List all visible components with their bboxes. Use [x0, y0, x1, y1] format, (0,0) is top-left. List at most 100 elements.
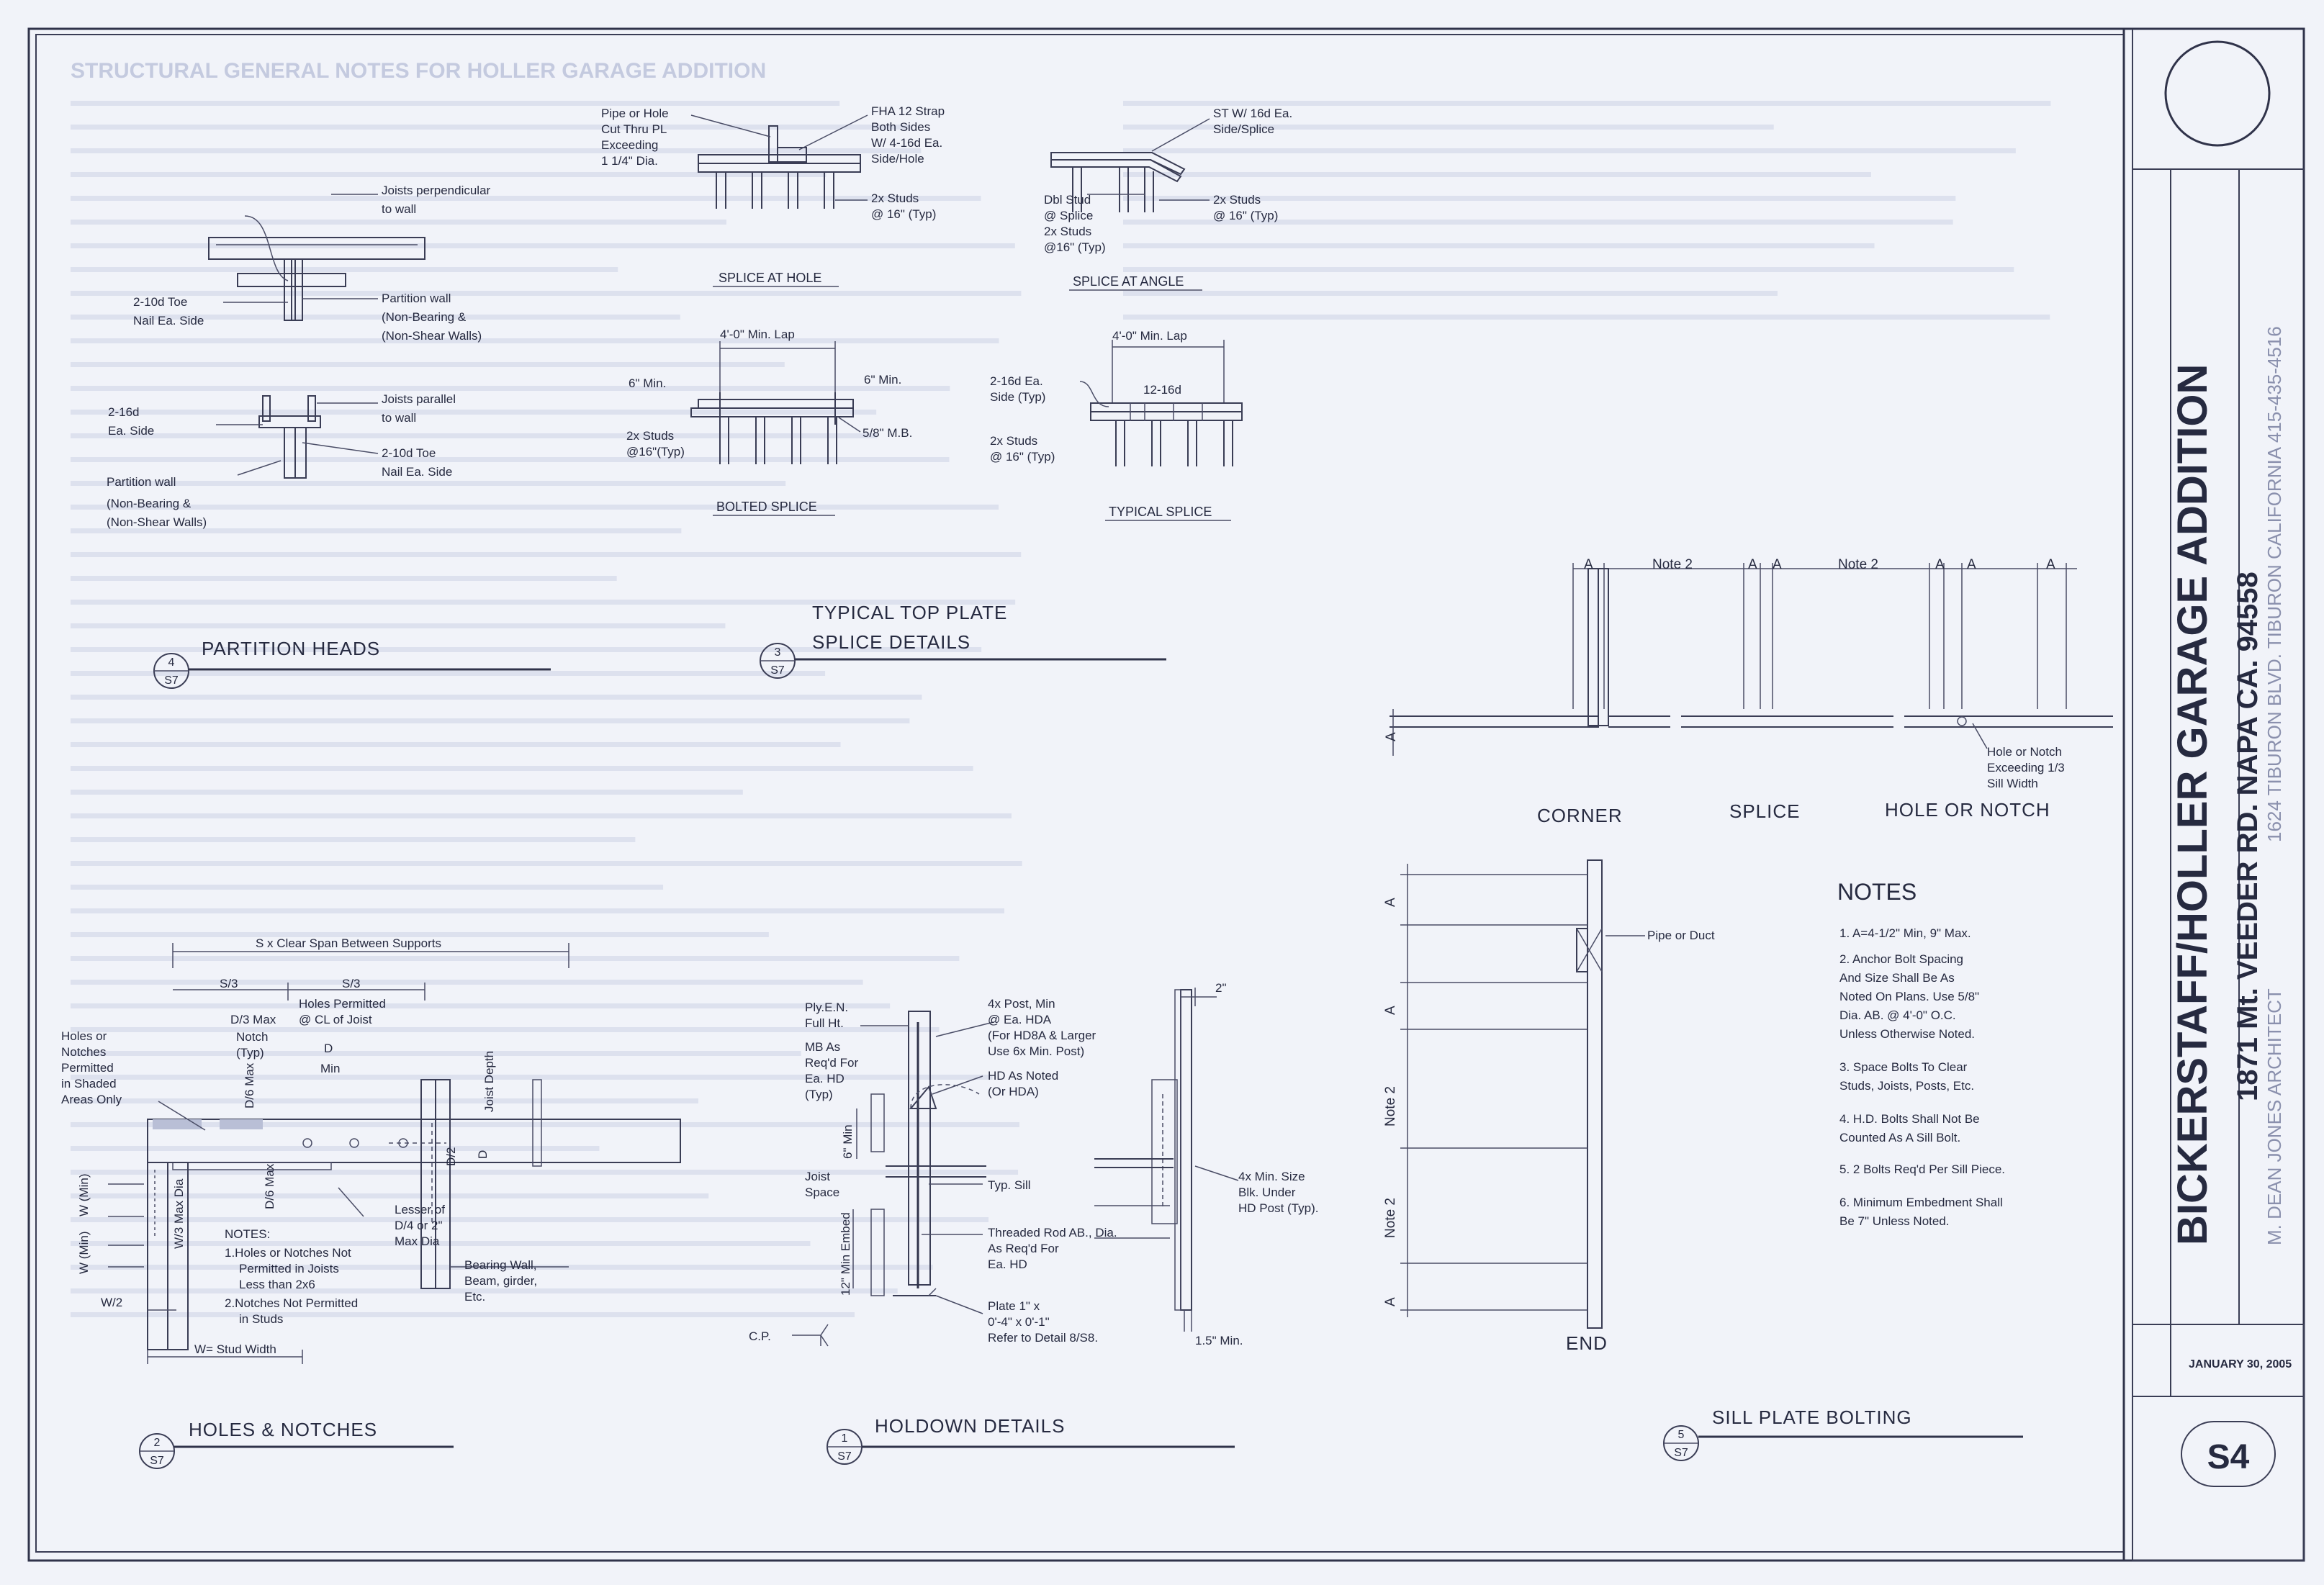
label-16-typ-1: @ 16" (Typ) — [871, 207, 936, 221]
sill-note-3: 3. Space Bolts To Clear — [1839, 1060, 1968, 1074]
bubble-sheet-4: S7 — [164, 674, 179, 687]
label-dia: 1 1/4" Dia. — [601, 154, 658, 168]
sill-label-note2-4: Note 2 — [1383, 1198, 1398, 1238]
title-sill-plate: SILL PLATE BOLTING — [1712, 1406, 1912, 1428]
faint-note-line — [1123, 315, 2050, 320]
label-non-shear-2: (Non-Shear Walls) — [107, 515, 207, 529]
faint-note-line — [71, 481, 786, 486]
label-12-min-embed: 12" Min Embed — [839, 1212, 852, 1296]
notes-title-holes: NOTES: — [225, 1227, 270, 1241]
faint-note-line — [71, 695, 922, 700]
faint-note-line — [71, 742, 841, 747]
label-beam-girder: Beam, girder, — [464, 1274, 537, 1288]
project-address: 1871 Mt. VEEDER RD. NAPA CA. 94558 — [2232, 572, 2264, 1101]
joist-parallel-a — [262, 395, 271, 422]
label-mb-as: MB As — [805, 1040, 840, 1054]
label-partition-wall-2: Partition wall — [107, 475, 176, 489]
label-joists-parallel: Joists parallel — [382, 392, 456, 406]
label-exceeding: Exceeding — [601, 138, 658, 152]
holes-note-2b: in Studs — [239, 1312, 283, 1326]
label-plate: Plate 1" x — [988, 1299, 1040, 1313]
general-notes-title: STRUCTURAL GENERAL NOTES FOR HOLLER GARA… — [71, 59, 766, 83]
faint-note-line — [71, 315, 680, 320]
sill-label-a-9: A — [1383, 1006, 1398, 1015]
label-hd-post-typ: HD Post (Typ). — [1238, 1201, 1318, 1215]
faint-note-line — [1123, 125, 1774, 130]
subtitle-splice: SPLICE — [1729, 800, 1801, 822]
sill-note-6: 6. Minimum Embedment Shall — [1839, 1196, 2003, 1209]
sill-notes-title: NOTES — [1837, 879, 1917, 905]
faint-note-line — [71, 338, 999, 343]
label-notch: Notch — [236, 1030, 268, 1044]
faint-note-line — [71, 980, 863, 985]
faint-note-line — [71, 600, 1016, 605]
label-toe-nail-1: 2-10d Toe — [133, 295, 187, 309]
faint-note-line — [71, 1075, 993, 1080]
label-non-bearing-1: (Non-Bearing & — [382, 310, 467, 324]
faint-note-line — [71, 647, 982, 652]
label-toe-nail-2: 2-10d Toe — [382, 446, 436, 460]
faint-note-line — [71, 243, 1015, 248]
label-4x-min-size: 4x Min. Size — [1238, 1170, 1305, 1183]
label-toe-nail-side-2: Nail Ea. Side — [382, 465, 452, 479]
faint-note-line — [1123, 291, 1778, 296]
label-partition-wall-1: Partition wall — [382, 292, 451, 305]
sheet-number: S4 — [2207, 1438, 2250, 1476]
label-sill-width: Sill Width — [1987, 777, 2038, 790]
sheet-border-outer — [27, 27, 2305, 1562]
sill-label-a-5: A — [1967, 557, 1976, 572]
sill-note-3b: Studs, Joists, Posts, Etc. — [1839, 1079, 1974, 1093]
label-both-sides: Both Sides — [871, 120, 930, 134]
label-notches: Notches — [61, 1045, 106, 1059]
sill-label-a-3: A — [1773, 557, 1782, 572]
label-areas-only: Areas Only — [61, 1093, 122, 1106]
faint-note-line — [71, 766, 973, 771]
faint-note-line — [71, 1312, 855, 1317]
label-or-hda: (Or HDA) — [988, 1085, 1039, 1098]
sill-note-2d: Dia. AB. @ 4'-0" O.C. — [1839, 1008, 1956, 1022]
label-ea-hd-1: Ea. HD — [805, 1072, 845, 1085]
sill-label-a-10: A — [1383, 1297, 1398, 1306]
label-w-min-2: W (Min) — [77, 1232, 91, 1274]
label-w-min-1: W (Min) — [77, 1174, 91, 1216]
faint-note-line — [1123, 196, 1956, 201]
label-6-min-hd: 6" Min — [841, 1124, 855, 1159]
faint-note-line — [71, 505, 999, 510]
faint-note-line — [71, 267, 618, 272]
label-16-typ-2: @16" (Typ) — [1044, 240, 1106, 254]
sill-label-a-8: A — [1383, 898, 1398, 907]
faint-note-line — [71, 410, 877, 415]
label-w3-max-dia: W/3 Max Dia — [172, 1178, 186, 1249]
label-d4-or-2: D/4 or 2" — [395, 1219, 443, 1232]
faint-note-line — [71, 362, 785, 367]
label-typ-hd: (Typ) — [805, 1088, 833, 1101]
label-full-ht: Full Ht. — [805, 1016, 844, 1030]
faint-note-line — [1123, 148, 2016, 153]
label-2-16d-ea: 2-16d Ea. — [990, 374, 1043, 388]
faint-note-line — [71, 790, 743, 795]
title-holes-notches: HOLES & NOTCHES — [189, 1419, 377, 1440]
label-reqd-for: Req'd For — [805, 1056, 858, 1070]
subtitle-splice-at-hole: SPLICE AT HOLE — [719, 271, 821, 285]
label-ea-hd-2: Ea. HD — [988, 1257, 1027, 1271]
label-d6-max-2: D/6 Max — [263, 1163, 276, 1209]
label-stud-width: W= Stud Width — [194, 1342, 276, 1356]
sill-note-2b: And Size Shall Be As — [1839, 971, 1955, 985]
label-1-5-min: 1.5" Min. — [1195, 1334, 1243, 1347]
holes-note-1c: Less than 2x6 — [239, 1278, 315, 1291]
label-cut-thru-pl: Cut Thru PL — [601, 122, 667, 136]
label-side-hole: Side/Hole — [871, 152, 924, 166]
bottom-notch — [172, 1162, 332, 1170]
detail-partition-heads: Joists perpendicular to wall 2-10d Toe N… — [107, 184, 551, 689]
label-joists-perpendicular: Joists perpendicular — [382, 184, 491, 197]
faint-note-line — [71, 1170, 1019, 1175]
label-holes-or: Holes or — [61, 1029, 107, 1043]
partition-top-plate — [237, 273, 346, 287]
label-d-dim: D — [324, 1042, 333, 1055]
title-partition-heads: PARTITION HEADS — [202, 638, 380, 659]
label-joist-depth: Joist Depth — [482, 1051, 496, 1112]
bubble-number-3: 3 — [775, 646, 781, 659]
faint-note-line — [71, 1288, 898, 1293]
detail-holes-notches: S x Clear Span Between Supports S/3 S/3 … — [61, 936, 681, 1469]
faint-note-line — [1123, 101, 2051, 106]
